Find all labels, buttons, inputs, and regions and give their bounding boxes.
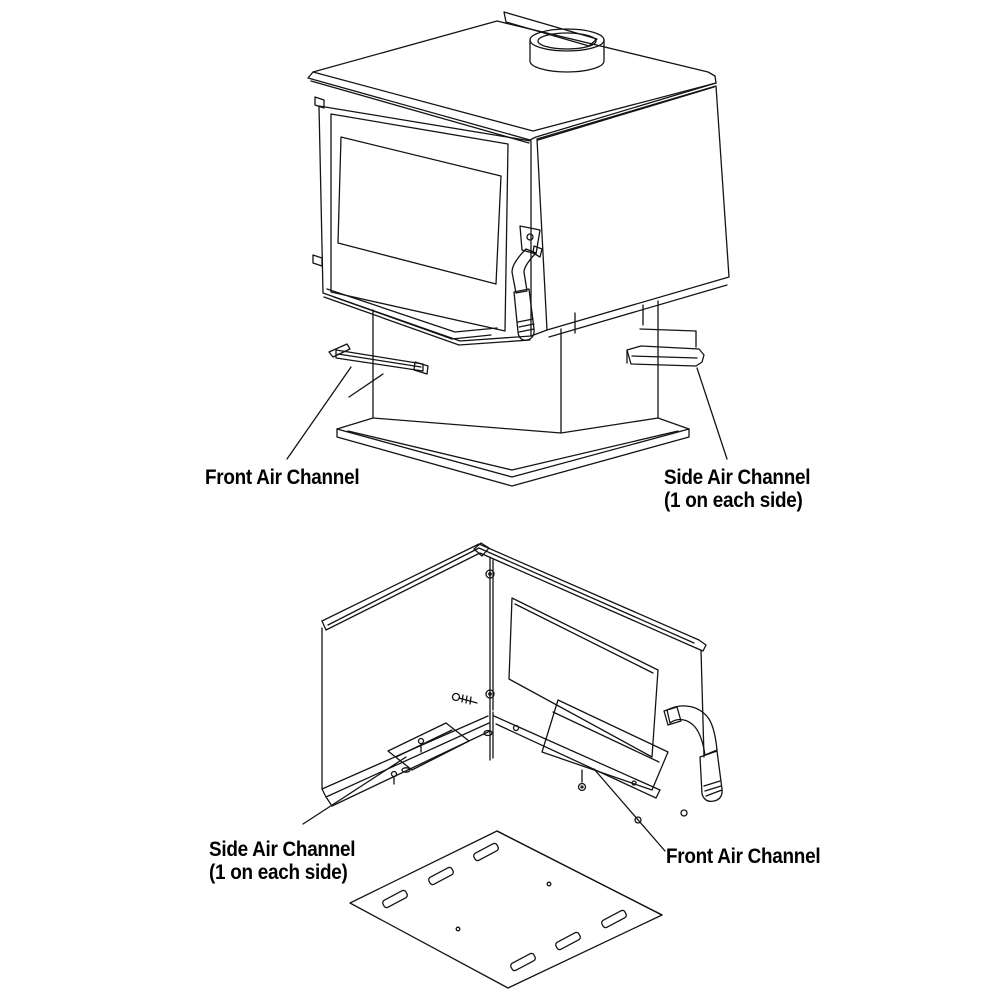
corner-edge-screws	[451, 556, 520, 761]
door-window	[337, 136, 502, 285]
label-side-air-channel-bottom: Side Air Channel (1 on each side)	[209, 838, 355, 884]
front-panel-underside	[493, 649, 705, 799]
stove-top-plate	[312, 20, 717, 132]
rear-heat-shield-fin	[503, 11, 598, 47]
pedestal-column	[372, 300, 659, 434]
label-text-line1: Side Air Channel	[209, 838, 356, 861]
label-text: Front Air Channel	[205, 466, 360, 489]
stove-assembled-diagram	[286, 11, 730, 487]
leader-lines-top	[286, 366, 728, 460]
door-window-underside	[508, 597, 659, 758]
left-side-panel	[321, 627, 491, 807]
stove-underside-diagram	[302, 542, 723, 989]
top-plate-edge-chevron	[321, 542, 707, 652]
door-handle	[511, 225, 543, 341]
side-air-channel-underside	[387, 722, 470, 785]
label-text-line2: (1 on each side)	[209, 861, 348, 884]
door-hinge-pins	[312, 96, 325, 267]
front-air-channel-bracket	[328, 343, 429, 398]
side-air-channel-bracket	[626, 328, 705, 367]
label-side-air-channel-top: Side Air Channel (1 on each side)	[664, 466, 810, 512]
label-text-line2: (1 on each side)	[664, 489, 803, 512]
base-plate	[336, 417, 690, 487]
flue-collar	[529, 28, 605, 73]
door-handle-underside	[663, 705, 723, 802]
leader-lines-bottom	[302, 756, 666, 852]
slotted-bottom-plate	[349, 830, 663, 989]
label-front-air-channel-bottom: Front Air Channel	[666, 845, 821, 868]
front-air-channel-underside	[541, 699, 688, 824]
label-front-air-channel-top: Front Air Channel	[205, 466, 360, 489]
top-plate-edge-band	[307, 71, 717, 144]
label-text: Front Air Channel	[666, 845, 821, 868]
label-text-line1: Side Air Channel	[664, 466, 811, 489]
